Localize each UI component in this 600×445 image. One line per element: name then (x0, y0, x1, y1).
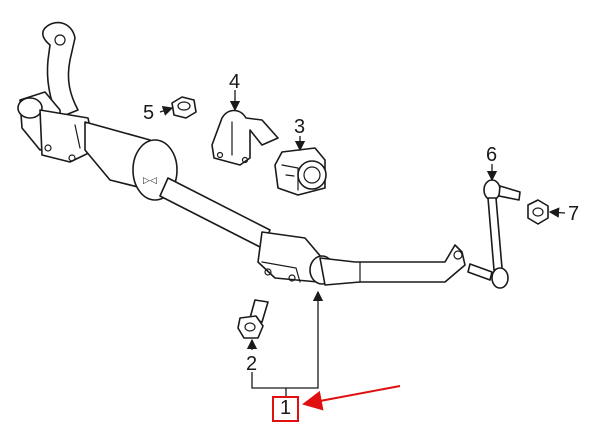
callout-4: 4 (229, 71, 240, 93)
link-part-6 (467, 179, 521, 289)
highlight-callout-1 (272, 385, 401, 422)
stabilizer-bar: ▷◁ (17, 21, 466, 286)
nut-part-7 (527, 199, 549, 225)
callout-6: 6 (486, 144, 497, 166)
leader-lines (159, 90, 566, 398)
callout-7: 7 (568, 203, 579, 225)
bushing-part-3 (274, 147, 327, 196)
bolt-part-2 (237, 299, 269, 339)
callout-3: 3 (294, 116, 305, 138)
callout-1: 1 (280, 397, 291, 419)
nut-part-5 (171, 96, 197, 119)
callout-2: 2 (246, 353, 257, 375)
svg-text:▷◁: ▷◁ (143, 175, 157, 185)
clamp-part-4 (211, 109, 279, 166)
callout-5: 5 (143, 102, 154, 124)
